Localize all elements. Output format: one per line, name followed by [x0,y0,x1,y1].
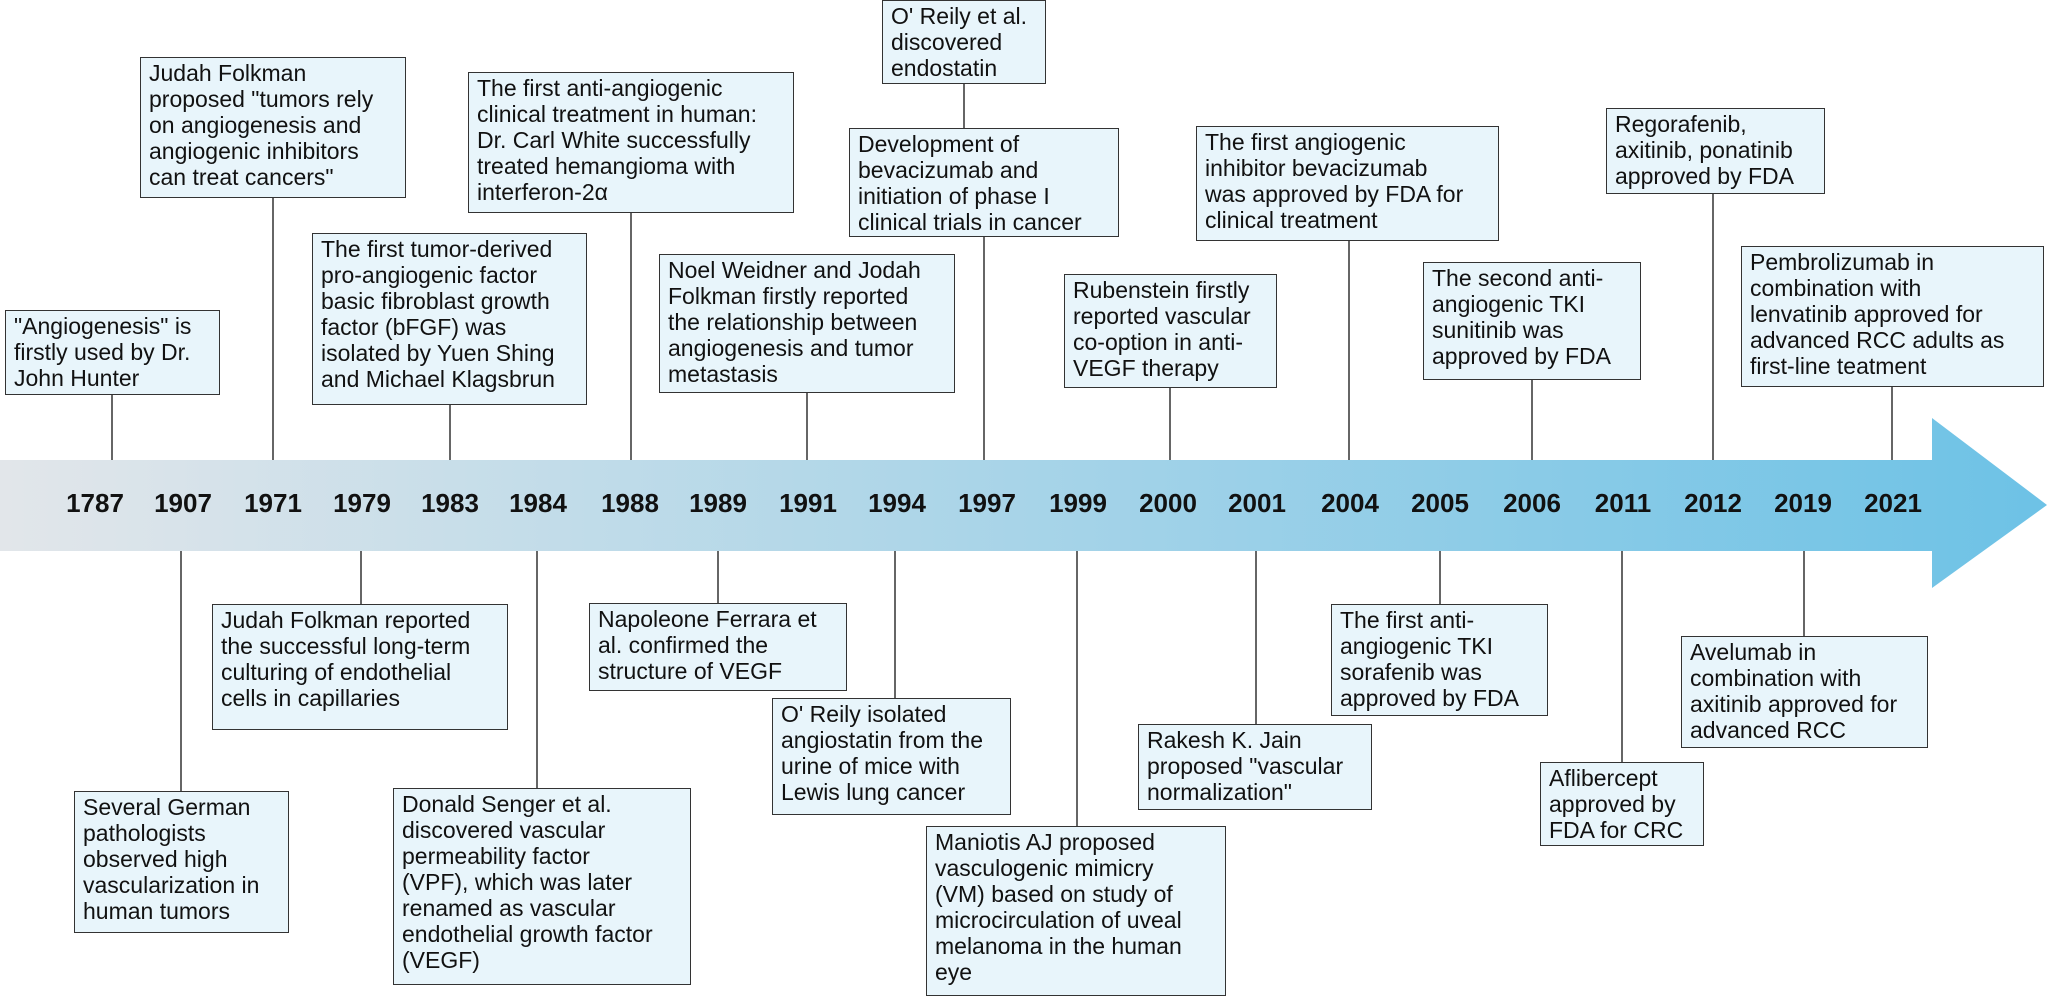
year-label-1907: 1907 [154,488,212,518]
event-box-2000: Rubenstein firstly reported vascular co-… [1064,274,1277,388]
timeline-arrow [0,418,2047,588]
year-label-1997: 1997 [958,488,1016,518]
year-label-2021: 2021 [1864,488,1922,518]
event-box-1907: Several German pathologists observed hig… [74,791,289,933]
year-label-1994: 1994 [868,488,926,518]
year-label-1971: 1971 [244,488,302,518]
connector-lines [111,84,1893,826]
year-label-1989: 1989 [689,488,747,518]
event-box-1971: Judah Folkman proposed "tumors rely on a… [140,57,406,198]
year-label-1988: 1988 [601,488,659,518]
event-box-1999: Maniotis AJ proposed vasculogenic mimicr… [926,826,1226,996]
event-box-2006: The second anti- angiogenic TKI sunitini… [1423,262,1641,380]
event-box-1997-endostatin: O' Reily et al. discovered endostatin [882,0,1046,84]
year-label-1984: 1984 [509,488,567,518]
year-label-2001: 2001 [1228,488,1286,518]
year-label-2011: 2011 [1594,488,1652,518]
event-box-1984: Donald Senger et al. discovered vascular… [393,788,691,985]
year-label-1983: 1983 [421,488,479,518]
event-box-2019: Avelumab in combination with axitinib ap… [1681,636,1928,748]
event-box-1787: "Angiogenesis" is firstly used by Dr. Jo… [5,310,220,395]
year-label-2012: 2012 [1684,488,1742,518]
event-box-1997-bevacizumab: Development of bevacizumab and initiatio… [849,128,1119,237]
event-box-1991: Noel Weidner and Jodah Folkman firstly r… [659,254,955,393]
event-box-2005: The first anti- angiogenic TKI sorafenib… [1331,604,1548,716]
year-label-1979: 1979 [333,488,391,518]
event-box-2004: The first angiogenic inhibitor bevacizum… [1196,126,1499,241]
year-label-2005: 2005 [1411,488,1469,518]
year-label-1999: 1999 [1049,488,1107,518]
event-box-2011: Aflibercept approved by FDA for CRC [1540,762,1704,846]
event-box-2012: Regorafenib, axitinib, ponatinib approve… [1606,108,1825,194]
year-label-2006: 2006 [1503,488,1561,518]
event-box-1988: The first anti-angiogenic clinical treat… [468,72,794,213]
event-box-2021: Pembrolizumab in combination with lenvat… [1741,246,2044,387]
year-label-2004: 2004 [1321,488,1379,518]
event-box-1989: Napoleone Ferrara et al. confirmed the s… [589,603,847,691]
year-label-1787: 1787 [66,488,124,518]
event-box-1994: O' Reily isolated angiostatin from the u… [772,698,1011,815]
year-label-1991: 1991 [779,488,837,518]
event-box-1979: Judah Folkman reported the successful lo… [212,604,508,730]
year-label-2019: 2019 [1774,488,1832,518]
year-label-2000: 2000 [1139,488,1197,518]
event-box-1983: The first tumor-derived pro-angiogenic f… [312,233,587,405]
event-box-2001: Rakesh K. Jain proposed "vascular normal… [1138,724,1372,810]
